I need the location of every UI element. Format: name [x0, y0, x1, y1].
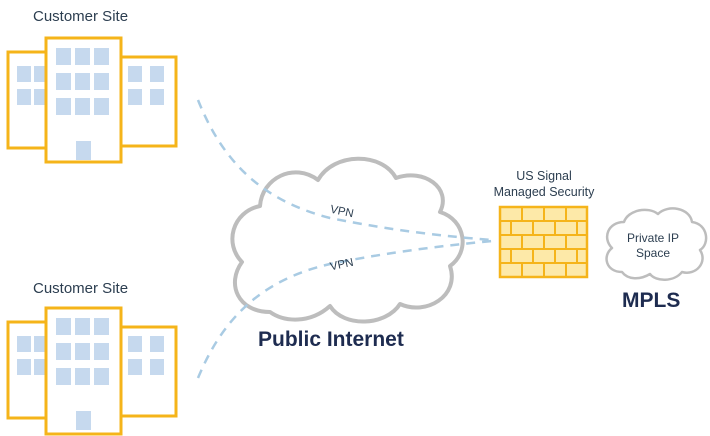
vpn-path-top — [196, 99, 493, 242]
private-ip-cloud-icon — [605, 207, 708, 281]
security-label-line2: Managed Security — [493, 185, 595, 199]
security-label-line1: US Signal — [516, 169, 572, 183]
customer-site-bottom-label: Customer Site — [33, 280, 129, 297]
vpn-path-bottom — [196, 239, 493, 379]
public-internet-cloud-icon — [230, 156, 465, 324]
security-label: US Signal Managed Security — [484, 168, 604, 200]
private-ip-label: Private IP Space — [614, 231, 692, 261]
private-ip-label-line1: Private IP — [626, 231, 680, 245]
firewall-icon — [498, 205, 589, 279]
private-ip-label-line2: Space — [635, 246, 671, 260]
customer-site-top-label: Customer Site — [33, 8, 129, 25]
customer-site-top-building-icon — [6, 36, 178, 164]
public-internet-label: Public Internet — [258, 328, 404, 351]
customer-site-bottom-building-icon — [6, 306, 178, 436]
mpls-label: MPLS — [622, 289, 681, 312]
